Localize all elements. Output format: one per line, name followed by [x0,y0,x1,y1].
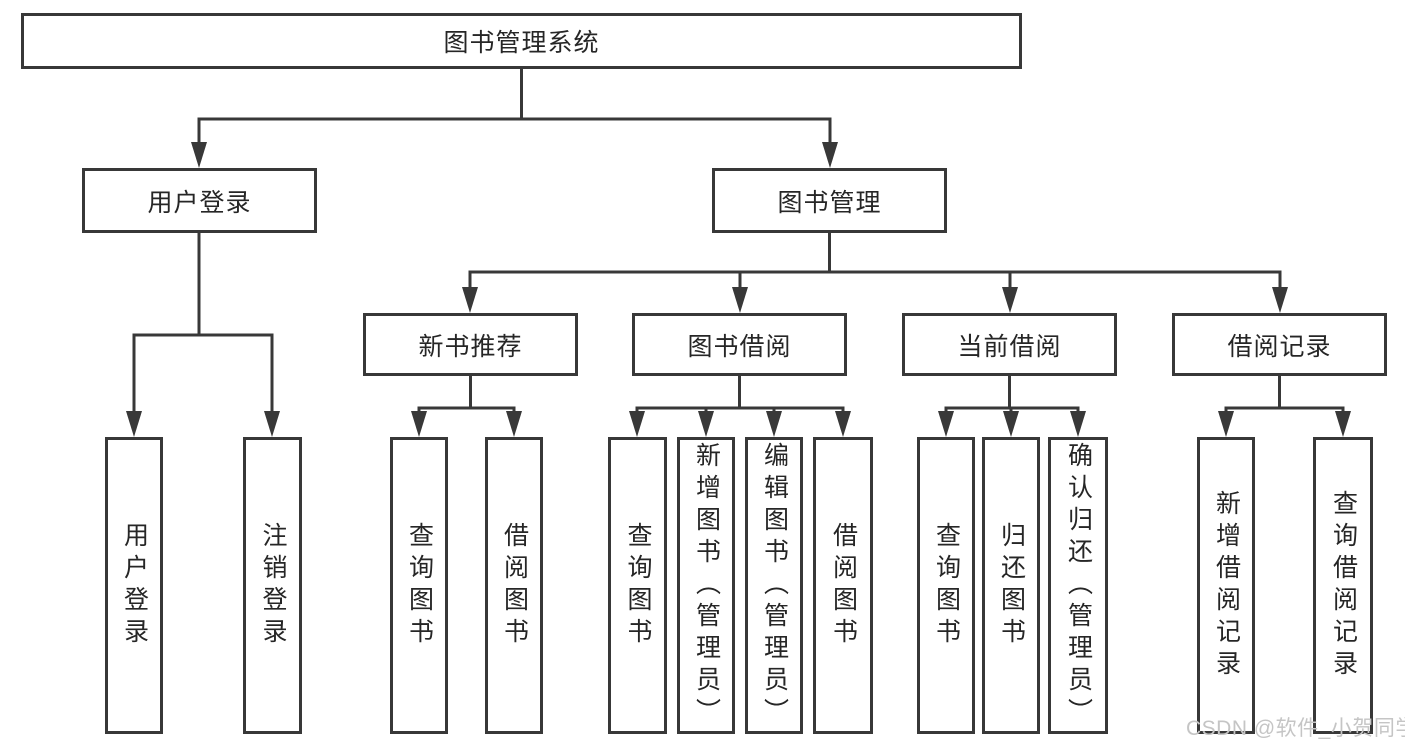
leaf-label: 注销登录 [259,521,287,650]
node-new-book-recommend: 新书推荐 [363,313,578,376]
node-label: 图书管理系统 [443,29,600,57]
leaf-label: 借阅图书 [500,521,529,650]
leaf-add-books-admin: 新增图书（管理员） [677,437,735,734]
node-library-management-system: 图书管理系统 [21,13,1022,69]
leaf-confirm-return-admin: 确认归还（管理员） [1048,437,1108,734]
leaf-label: 编辑图书（管理员） [760,441,789,730]
node-current-borrow: 当前借阅 [902,313,1117,376]
node-label: 借阅记录 [1227,332,1332,361]
leaf-logout: 注销登录 [243,437,302,734]
leaf-label: 新增图书（管理员） [692,441,721,730]
node-book-management: 图书管理 [712,168,947,233]
node-label: 新书推荐 [418,332,523,361]
leaf-label: 确认归还（管理员） [1064,441,1093,730]
leaf-label: 归还图书 [997,521,1026,650]
leaf-label: 查询图书 [405,521,434,650]
node-label: 用户登录 [147,188,252,217]
leaf-label: 用户登录 [120,521,149,650]
leaf-label: 查询借阅记录 [1329,489,1358,682]
watermark-text: CSDN @软件_小贺同学 [1186,717,1405,740]
node-label: 图书借阅 [687,332,792,361]
leaf-label: 查询图书 [932,521,961,650]
leaf-return-books: 归还图书 [982,437,1040,734]
leaf-label: 查询图书 [624,521,652,650]
leaf-query-borrow-record: 查询借阅记录 [1313,437,1373,734]
leaf-query-books-current: 查询图书 [917,437,975,734]
leaf-user-login: 用户登录 [105,437,163,734]
node-label: 图书管理 [777,188,882,217]
node-user-login: 用户登录 [82,168,317,233]
leaf-label: 借阅图书 [829,521,858,650]
leaf-add-borrow-record: 新增借阅记录 [1197,437,1255,734]
leaf-label: 新增借阅记录 [1212,489,1241,682]
node-book-borrow: 图书借阅 [632,313,847,376]
leaf-borrow-books-recommend: 借阅图书 [485,437,543,734]
leaf-query-books-recommend: 查询图书 [390,437,448,734]
leaf-borrow-books: 借阅图书 [813,437,873,734]
leaf-edit-books-admin: 编辑图书（管理员） [745,437,803,734]
leaf-query-books-borrow: 查询图书 [608,437,667,734]
node-borrow-records: 借阅记录 [1172,313,1387,376]
node-label: 当前借阅 [957,332,1062,361]
